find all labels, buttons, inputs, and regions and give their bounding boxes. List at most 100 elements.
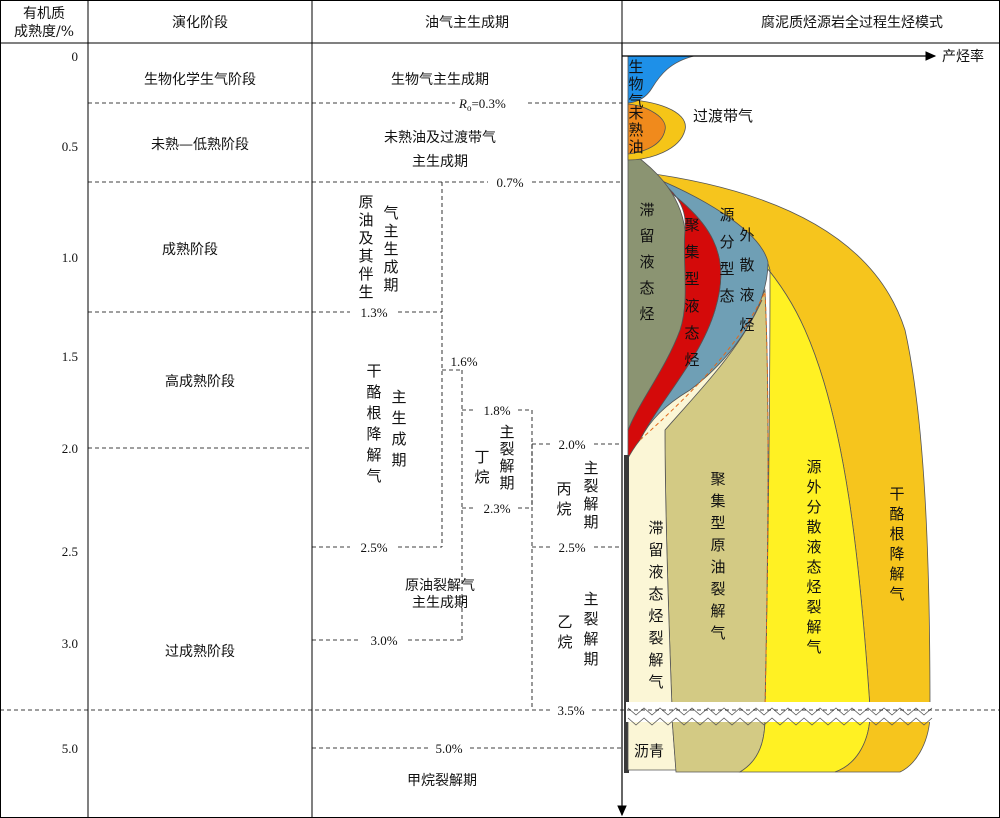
period-gas-main-char-1: 主 (383, 222, 398, 240)
ro-1.8: 1.8% (483, 403, 510, 418)
period-kerogen-left-char-4: 解 (366, 446, 381, 464)
model-dispersed-crack-char-9: 气 (806, 638, 821, 656)
model-kerogen-gas-char-5: 气 (889, 585, 904, 603)
vertical-labels: 原油及其伴生气主生成期干酪根降解气主生成期丁烷主裂解期丙烷主裂解期乙烷主裂解期 (358, 193, 598, 668)
period-butane-crack-char-0: 主 (499, 423, 514, 441)
period-crude-oil-char-5: 生 (358, 283, 373, 301)
model-aggregated-crack-char-6: 解 (710, 602, 725, 620)
tick-0.5: 0.5 (62, 139, 78, 154)
model-aggregated-liquid-char-0: 聚 (684, 216, 699, 234)
generation-model (624, 55, 936, 773)
ro-0.7: 0.7% (496, 175, 523, 190)
ro-0.3: Ro=0.3% (458, 96, 506, 113)
period-crude-oil-char-4: 伴 (358, 265, 373, 283)
model-retained-crack-char-5: 裂 (648, 629, 663, 647)
period-crude-oil-char-1: 油 (358, 211, 373, 229)
model-retained-crack-char-2: 液 (648, 563, 663, 581)
model-retained-crack-char-0: 滞 (648, 519, 663, 537)
period-kerogen-right-char-1: 生 (391, 409, 406, 427)
model-aggregated-crack-char-7: 气 (710, 624, 725, 642)
tick-2.0: 2.0 (62, 441, 78, 456)
model-dispersed-crack-char-8: 解 (806, 618, 821, 636)
ro-3.5: 3.5% (557, 703, 584, 718)
period-ethane-crack-char-2: 解 (583, 630, 598, 648)
model-bio-gas-char-0: 生 (628, 58, 643, 76)
period-butane-crack-char-1: 裂 (499, 440, 514, 458)
period-kerogen-left-char-1: 酪 (366, 383, 381, 401)
model-labels: 生物气未熟油滞留液态烃聚集型液态烃源分型态外散液烃滞留液态烃裂解气聚集型原油裂解… (628, 58, 904, 760)
period-kerogen-right-char-2: 成 (391, 430, 406, 448)
model-retained-crack-char-3: 态 (648, 585, 663, 603)
dashed-guides (0, 102, 1000, 749)
model-aggregated-crack-char-2: 型 (710, 514, 725, 532)
period-propane-crack-char-3: 期 (583, 513, 598, 531)
model-retained-crack-char-1: 留 (648, 541, 663, 559)
period-oil-crack-line2: 主生成期 (412, 595, 468, 611)
model-aggregated-crack-char-1: 集 (710, 492, 725, 510)
ro-1.3: 1.3% (360, 305, 387, 320)
header-maturity-line2: 成熟度/% (14, 24, 74, 40)
model-axes: 产烃率 (617, 43, 984, 817)
tick-2.5: 2.5 (62, 544, 78, 559)
ro-5.0: 5.0% (435, 741, 462, 756)
evolution-stages: 生物化学生气阶段 未熟—低熟阶段 成熟阶段 高成熟阶段 过成熟阶段 (144, 72, 256, 660)
period-gas-main-char-4: 期 (383, 276, 398, 294)
period-ethane-char-1: 烷 (557, 633, 572, 651)
model-retained-liquid-char-4: 烃 (639, 305, 654, 323)
model-kerogen-gas-char-4: 解 (889, 565, 904, 583)
model-dispersed-crack-char-2: 分 (806, 498, 821, 516)
model-dispersed-crack-char-6: 烃 (806, 578, 821, 596)
period-butane-char-0: 丁 (474, 448, 489, 466)
retained-liquid-band (627, 149, 686, 431)
period-kerogen-left-char-3: 降 (366, 425, 381, 443)
model-retained-liquid-char-2: 液 (639, 253, 654, 271)
period-propane-char-1: 烷 (556, 500, 571, 518)
ro-2.5a: 2.5% (360, 540, 387, 555)
model-dispersed-crack-char-4: 液 (806, 538, 821, 556)
model-dispersed-b-char-3: 烃 (739, 316, 754, 334)
period-gas-main-char-2: 生 (383, 240, 398, 258)
model-aggregated-liquid-char-2: 型 (684, 270, 699, 288)
model-dispersed-crack-char-7: 裂 (806, 598, 821, 616)
tick-1.0: 1.0 (62, 250, 78, 265)
period-ethane-char-0: 乙 (557, 613, 572, 631)
generation-periods: 生物气主生成期 未熟油及过渡带气 主生成期 原油裂解气 主生成期 甲烷裂解期 (384, 72, 496, 789)
stage-immature: 未熟—低熟阶段 (151, 137, 249, 153)
header-stage: 演化阶段 (172, 15, 228, 31)
model-dispersed-b-char-1: 散 (739, 256, 754, 274)
model-aggregated-crack-char-0: 聚 (710, 470, 725, 488)
ro-2.3: 2.3% (483, 501, 510, 516)
model-dispersed-a-char-3: 态 (719, 287, 734, 305)
period-kerogen-left-char-5: 气 (366, 467, 381, 485)
model-retained-crack-char-6: 解 (648, 651, 663, 669)
period-ethane-crack-char-1: 裂 (583, 610, 598, 628)
period-crude-oil-char-2: 及 (358, 229, 373, 247)
model-aggregated-crack-char-3: 原 (710, 536, 725, 554)
ro-labels: Ro=0.3% 0.7% 1.3% 1.6% 1.8% 2.0% 2.3% 2.… (360, 96, 585, 756)
model-immature-oil-char-2: 油 (628, 138, 643, 156)
model-immature-oil-char-1: 熟 (628, 121, 643, 139)
tick-3.0: 3.0 (62, 636, 78, 651)
period-propane-crack-char-2: 解 (583, 495, 598, 513)
model-transition-gas: 过渡带气 (693, 107, 753, 125)
model-kerogen-gas-char-2: 根 (889, 525, 904, 543)
period-methane-crack: 甲烷裂解期 (407, 773, 477, 789)
header-model: 腐泥质烃源岩全过程生烃模式 (761, 14, 943, 31)
period-kerogen-left-char-0: 干 (366, 362, 381, 380)
maturity-ticks: 0 0.5 1.0 1.5 2.0 2.5 3.0 5.0 (62, 49, 78, 756)
model-dispersed-crack-char-0: 源 (806, 458, 821, 476)
stage-biochemical: 生物化学生气阶段 (144, 72, 256, 88)
stage-over-mature: 过成熟阶段 (165, 644, 235, 660)
stage-high-mature: 高成熟阶段 (165, 373, 235, 390)
x-axis-label: 产烃率 (942, 48, 984, 65)
model-immature-oil-char-0: 未 (628, 104, 643, 122)
header-maturity-line1: 有机质 (23, 6, 65, 22)
period-butane-crack-char-2: 解 (499, 457, 514, 475)
model-aggregated-liquid-char-4: 态 (684, 324, 699, 342)
ro-2.0: 2.0% (558, 437, 585, 452)
period-immature-line1: 未熟油及过渡带气 (384, 130, 496, 146)
period-kerogen-right-char-0: 主 (391, 388, 406, 406)
ro-2.5b: 2.5% (558, 540, 585, 555)
